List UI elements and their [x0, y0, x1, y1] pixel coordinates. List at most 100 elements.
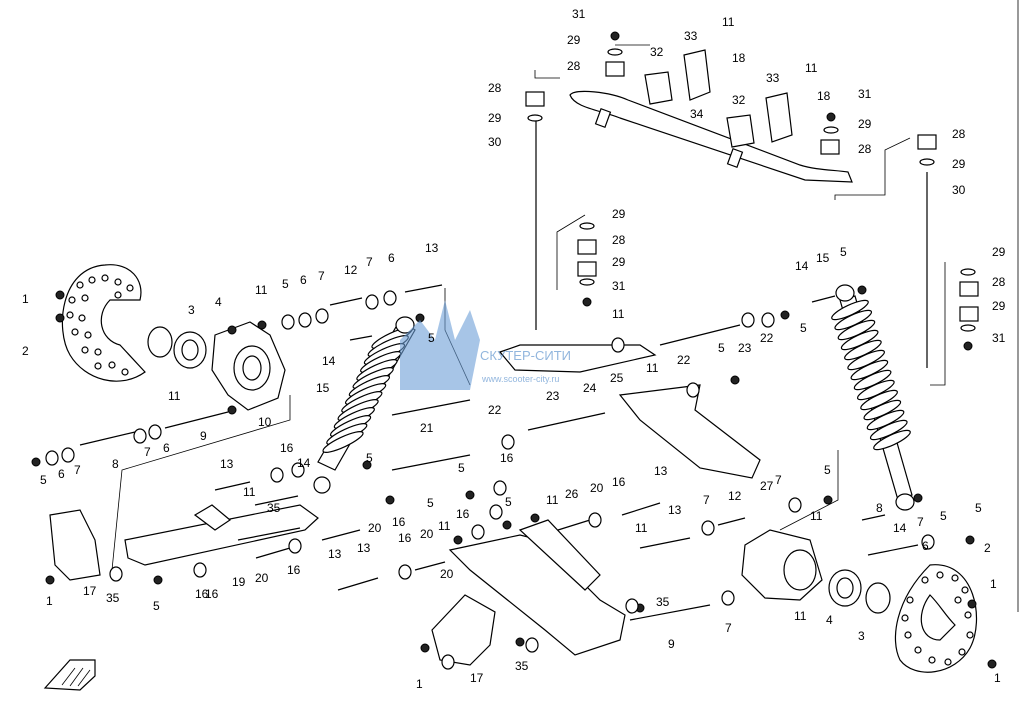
part-label: 14	[322, 354, 336, 368]
part-label: 29	[858, 117, 872, 131]
part-label: 7	[74, 463, 81, 477]
part-label: 9	[668, 637, 675, 651]
part-label: 7	[775, 473, 782, 487]
washer	[270, 467, 284, 483]
part-label: 12	[728, 489, 742, 503]
disc-hole	[66, 311, 74, 319]
part-label: 10	[258, 415, 272, 429]
part-label: 11	[168, 389, 181, 403]
part-label: 14	[893, 521, 907, 535]
washer	[441, 654, 455, 670]
part-label: 1	[994, 671, 1001, 685]
disc-hole	[71, 328, 79, 336]
bolt	[237, 527, 301, 541]
part-label: 34	[690, 107, 704, 121]
part-label: 14	[297, 456, 311, 470]
disc-hole	[958, 648, 966, 656]
washer	[741, 312, 755, 328]
washer	[315, 308, 329, 324]
disc-hole	[904, 631, 912, 639]
disc-hole	[954, 596, 962, 604]
washer	[133, 428, 147, 444]
part-label: 1	[990, 577, 997, 591]
part-label: 2	[22, 344, 29, 358]
nut	[257, 320, 267, 330]
bolt	[717, 517, 746, 526]
bolt	[867, 544, 919, 556]
part-label: 11	[805, 61, 818, 75]
nut	[967, 599, 977, 609]
part-label: 5	[366, 451, 373, 465]
bolt	[255, 547, 291, 559]
bolt	[329, 297, 363, 306]
part-label: 11	[646, 361, 659, 375]
nut	[420, 643, 430, 653]
washer	[701, 520, 715, 536]
disc-hole	[101, 274, 109, 282]
part-label: 33	[684, 29, 698, 43]
part-label: 5	[840, 245, 847, 259]
part-label: 16	[280, 441, 294, 455]
bolt	[557, 519, 591, 531]
washer	[109, 566, 123, 582]
brake-disc-right	[894, 564, 978, 673]
part-label: 28	[567, 59, 581, 73]
part-label: 13	[654, 464, 668, 478]
part-label: 16	[287, 563, 301, 577]
part-label: 13	[425, 241, 439, 255]
bolt	[164, 411, 229, 429]
part-label: 6	[388, 251, 395, 265]
washer	[398, 564, 412, 580]
part-label: 15	[316, 381, 330, 395]
disc-hole	[966, 631, 974, 639]
part-label: 29	[992, 299, 1006, 313]
disc-hole	[76, 281, 84, 289]
washer	[788, 497, 802, 513]
part-label: 32	[650, 45, 664, 59]
part-label: 24	[583, 381, 597, 395]
part-label: 16	[612, 475, 626, 489]
part-label: 5	[428, 331, 435, 345]
washer	[61, 447, 75, 463]
part-label: 12	[344, 263, 358, 277]
disc-hole	[961, 586, 969, 594]
bolt	[621, 502, 661, 516]
washer	[525, 637, 539, 653]
nut	[502, 520, 512, 530]
washer	[921, 534, 935, 550]
bolt	[254, 495, 299, 506]
part-label: 25	[610, 371, 624, 385]
disc-hole	[944, 658, 952, 666]
link-bushings	[525, 31, 979, 351]
part-label: 5	[718, 341, 725, 355]
part-label: 7	[144, 445, 151, 459]
disc-hole	[914, 646, 922, 654]
part-label: 18	[732, 51, 746, 65]
disc-hole	[906, 596, 914, 604]
disc-hole	[964, 611, 972, 619]
part-label: 8	[112, 457, 119, 471]
part-label: 31	[992, 331, 1006, 345]
part-label: 23	[738, 341, 752, 355]
lower-a-arm-left	[124, 504, 319, 566]
part-label: 35	[106, 591, 120, 605]
wheel-bearing-right-bore	[836, 577, 854, 599]
part-label: 9	[200, 429, 207, 443]
nut	[55, 313, 65, 323]
nut	[45, 575, 55, 585]
bolt	[391, 454, 471, 471]
part-label: 5	[800, 321, 807, 335]
nut	[515, 637, 525, 647]
part-label: 35	[515, 659, 529, 673]
bar-bracket-left	[683, 49, 711, 101]
bolt	[639, 537, 691, 549]
part-label: 13	[220, 457, 234, 471]
washer	[611, 337, 625, 353]
disc-hole	[78, 314, 86, 322]
part-label: 2	[984, 541, 991, 555]
part-label: 5	[427, 496, 434, 510]
washer	[761, 312, 775, 328]
